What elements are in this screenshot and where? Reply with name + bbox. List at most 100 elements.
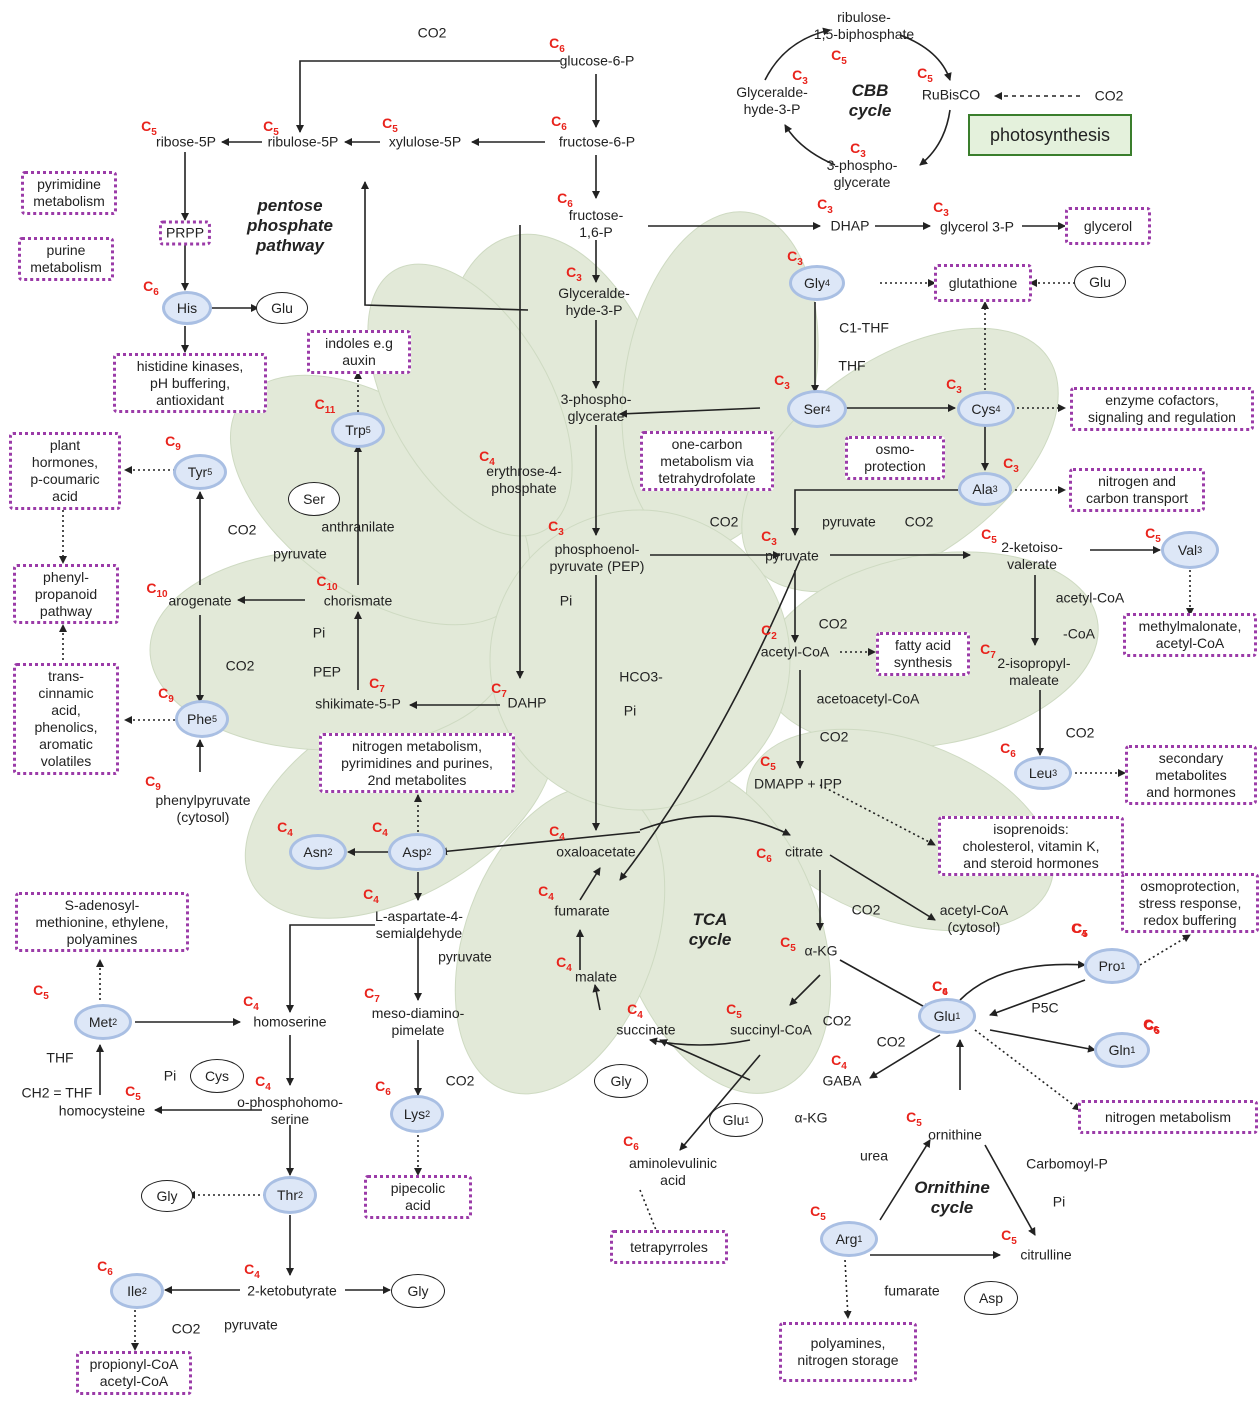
carbon-count-label: C5 (780, 934, 796, 954)
rubisco: RuBisCO (921, 86, 981, 103)
carbon-count-label: C3 (933, 199, 949, 219)
carbon-count-label: C5 (831, 47, 847, 67)
thf-ser: THF (838, 357, 866, 374)
carbon-count-label: C4 (277, 819, 293, 839)
carbon-count-label: C5 (1072, 920, 1088, 940)
carbon-count-label: C5 (810, 1203, 826, 1223)
oval-ser-trp: Ser (288, 482, 340, 516)
o-phosphohomoserine: o-phosphohomo- serine (237, 1094, 343, 1127)
box-osmoprotection: osmo- protection (845, 436, 945, 480)
co2-rubisco: CO2 (1094, 87, 1124, 104)
oval-gly-tca: Gly (594, 1064, 648, 1098)
malate: malate (574, 968, 618, 985)
erythrose-4-phosphate: erythrose-4- phosphate (486, 463, 562, 496)
carbon-count-label: C4 (255, 1073, 271, 1093)
ch2-thf: CH2 = THF (21, 1084, 93, 1101)
phenylpyruvate: phenylpyruvate (cytosol) (155, 792, 251, 825)
dhap: DHAP (830, 217, 870, 234)
co2-acetoacetyl: CO2 (819, 728, 849, 745)
oval-cys-met: Cys (190, 1059, 244, 1093)
box-plant-hormones: plant hormones, p-coumaric acid (9, 432, 121, 510)
carbon-count-label: C5 (1144, 1017, 1160, 1037)
carbon-count-label: C9 (145, 773, 161, 793)
ribulose-15-biphosphate: ribulose- 1,5-biphosphate (813, 9, 915, 42)
acetyl-coa-leu: acetyl-CoA (1055, 589, 1125, 606)
carbon-count-label: C5 (1001, 1227, 1017, 1247)
hco3: HCO3- (619, 668, 663, 685)
alpha-kg: α-KG (804, 942, 838, 959)
carbon-count-label: C7 (980, 641, 996, 661)
carbon-count-label: C6 (1143, 1016, 1159, 1036)
phosphoenolpyruvate: phosphoenol- pyruvate (PEP) (549, 541, 645, 574)
carbon-count-label: C9 (158, 685, 174, 705)
carbon-count-label: C6 (97, 1258, 113, 1278)
pi-hco3: Pi (623, 702, 637, 719)
carbon-count-label: C10 (146, 580, 168, 600)
carbon-count-label: C4 (932, 978, 948, 998)
carbon-count-label: C11 (314, 396, 336, 416)
fumarate-tca: fumarate (554, 902, 610, 919)
xylulose-5p: xylulose-5P (388, 133, 462, 150)
carbon-count-label: C4 (627, 1001, 643, 1021)
carbon-count-label: C4 (244, 1261, 260, 1281)
carbon-count-label: C6 (549, 35, 565, 55)
l-aspartate-4-semialdehyde: L-aspartate-4- semialdehyde (375, 908, 463, 941)
box-indoles-auxin: indoles e.g auxin (307, 330, 411, 374)
carbon-count-label: C5 (125, 1083, 141, 1103)
carbon-count-label: C3 (787, 248, 803, 268)
carbon-count-label: C4 (363, 886, 379, 906)
box-fatty-acid: fatty acid synthesis (876, 632, 970, 676)
carbon-count-label: C9 (165, 433, 181, 453)
carbon-count-label: C3 (946, 376, 962, 396)
pi-pep: Pi (559, 592, 573, 609)
urea: urea (859, 1147, 889, 1164)
box-histidine-uses: histidine kinases, pH buffering, antioxi… (113, 353, 267, 413)
co2-leu: CO2 (1065, 724, 1095, 741)
co2-pep: CO2 (709, 513, 739, 530)
carbon-count-label: C6 (1000, 740, 1016, 760)
box-purine-metabolism: purine metabolism (18, 237, 114, 281)
carbon-count-label: C5 (382, 115, 398, 135)
oval-gly-thr: Gly (141, 1180, 193, 1212)
carbon-count-label: C10 (316, 573, 338, 593)
3-phosphoglycerate-cbb: 3-phospho- glycerate (826, 157, 898, 190)
carbon-count-label: C6 (143, 278, 159, 298)
carbon-count-label: C3 (792, 67, 808, 87)
succinyl-coa: succinyl-CoA (730, 1021, 812, 1038)
glucose-6-p: glucose-6-P (559, 52, 635, 69)
pi-cys: Pi (163, 1067, 177, 1084)
box-phenylpropanoid: phenyl- propanoid pathway (13, 564, 119, 624)
carbon-count-label: C5 (263, 118, 279, 138)
ribose-5p: ribose-5P (156, 133, 216, 150)
oval-glu-his: Glu (256, 292, 308, 324)
acetoacetyl-coa: acetoacetyl-CoA (816, 690, 920, 707)
carbon-count-label: C4 (556, 954, 572, 974)
carbon-count-label: C7 (364, 985, 380, 1005)
aminolevulinic-acid: aminolevulinic acid (629, 1155, 717, 1188)
acetyl-coa-cytosol: acetyl-CoA (cytosol) (939, 902, 1009, 935)
meso-diaminopimelate: meso-diamino- pimelate (371, 1005, 465, 1038)
carbon-count-label: C3 (566, 264, 582, 284)
box-sam-ethylene: S-adenosyl- methionine, ethylene, polyam… (15, 892, 189, 952)
carbon-count-label: C5 (1145, 525, 1161, 545)
anthranilate: anthranilate (321, 518, 395, 535)
ppp-label: pentose phosphate pathway (247, 196, 333, 255)
co2-arog1: CO2 (227, 521, 257, 538)
2-ketoisovalerate: 2-ketoiso- valerate (1001, 539, 1063, 572)
glyceraldehyde-3p-ppp: Glyceralde- hyde-3-P (558, 285, 630, 318)
oxaloacetate: oxaloacetate (556, 843, 636, 860)
carbon-count-label: C7 (369, 675, 385, 695)
carbon-count-label: C5 (141, 118, 157, 138)
